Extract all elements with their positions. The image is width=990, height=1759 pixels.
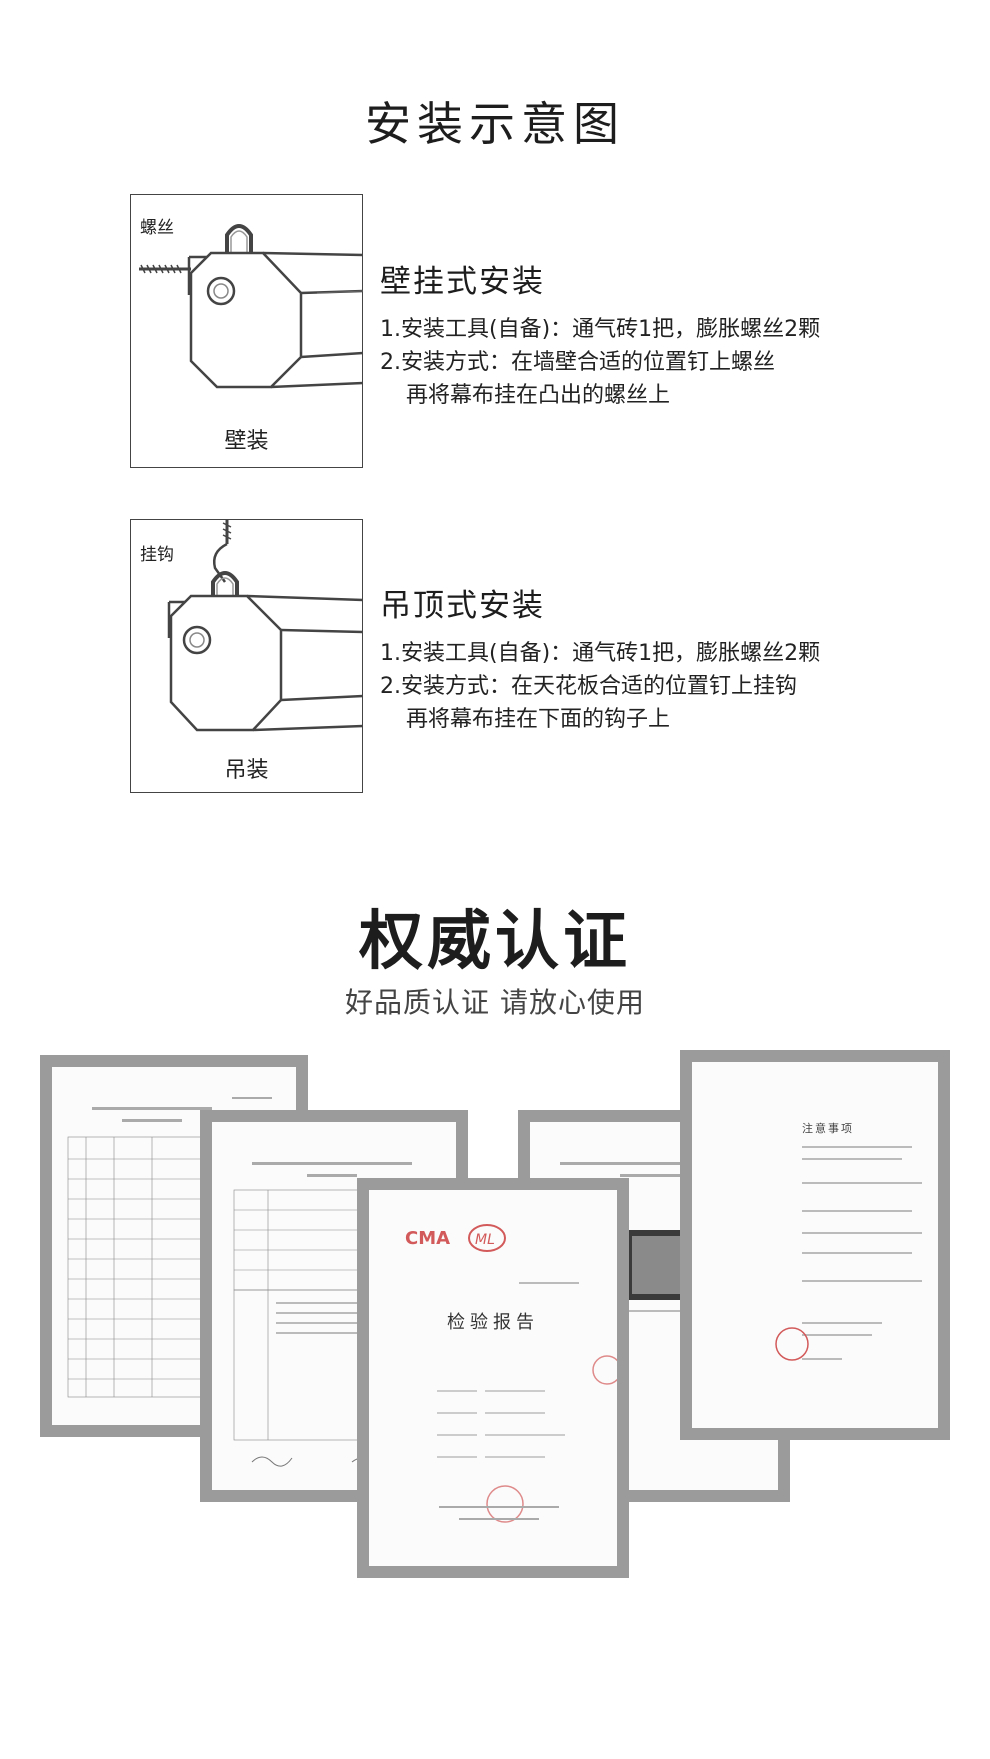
ceiling-mount-diagram: 挂钩 吊装 xyxy=(130,519,364,793)
ceiling-mount-step-2-cont: 再将幕布挂在下面的钩子上 xyxy=(406,707,671,732)
wall-diagram-caption: 壁装 xyxy=(224,429,269,454)
ceiling-mount-step-1: 1.安装工具(自备)：通气砖1把，膨胀螺丝2颗 xyxy=(380,641,821,666)
wall-mount-heading: 壁挂式安装 xyxy=(380,264,545,300)
ceiling-mount-instructions: 吊顶式安装 1.安装工具(自备)：通气砖1把，膨胀螺丝2颗 2.安装方式：在天花… xyxy=(380,580,820,736)
wall-mount-instructions: 壁挂式安装 1.安装工具(自备)：通气砖1把，膨胀螺丝2颗 2.安装方式：在墙壁… xyxy=(380,256,820,412)
inspection-report-heading: 检验报告 xyxy=(447,1312,539,1333)
ceiling-mount-heading: 吊顶式安装 xyxy=(380,588,545,624)
hook-label: 挂钩 xyxy=(140,545,174,565)
wall-mount-illustration xyxy=(139,224,364,389)
ceiling-diagram-caption: 吊装 xyxy=(224,758,269,783)
installation-title: 安装示意图 xyxy=(365,97,625,151)
wall-mount-step-2-cont: 再将幕布挂在凸出的螺丝上 xyxy=(406,383,671,408)
screw-label: 螺丝 xyxy=(140,218,174,238)
ml-logo: ML xyxy=(475,1232,495,1248)
wall-mount-step-2: 2.安装方式：在墙壁合适的位置钉上螺丝 xyxy=(380,350,775,375)
wall-mount-step-1: 1.安装工具(自备)：通气砖1把，膨胀螺丝2颗 xyxy=(380,317,821,342)
certificate-document-4: 注意事项 xyxy=(680,1050,950,1440)
certification-subtitle: 好品质认证 请放心使用 xyxy=(345,986,645,1019)
notice-heading: 注意事项 xyxy=(802,1122,854,1135)
inspection-report-front: CMA ML 检验报告 xyxy=(357,1178,629,1578)
certification-title: 权威认证 xyxy=(359,905,631,979)
cma-logo: CMA xyxy=(405,1228,450,1249)
wall-mount-diagram: 螺丝 壁装 xyxy=(130,194,364,468)
ceiling-mount-illustration xyxy=(167,520,364,732)
ceiling-mount-step-2: 2.安装方式：在天花板合适的位置钉上挂钩 xyxy=(380,674,797,699)
